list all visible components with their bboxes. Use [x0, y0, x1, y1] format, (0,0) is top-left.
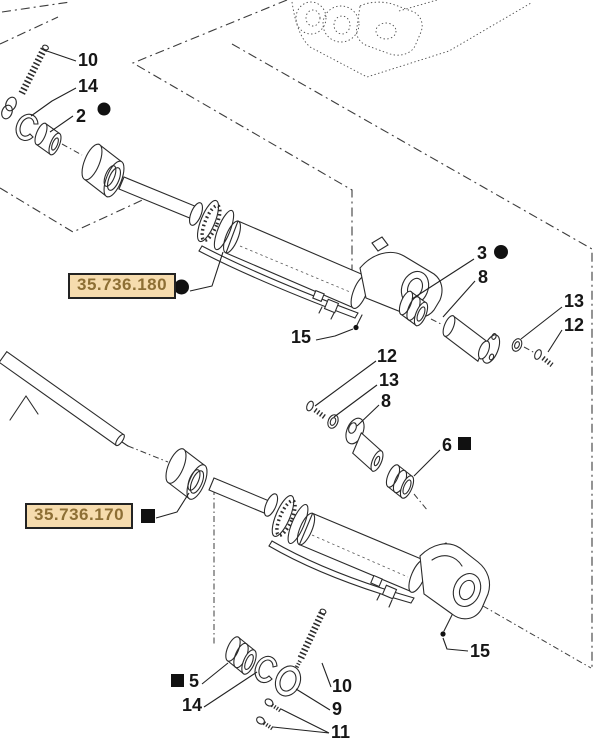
rod-end-bushing-180	[81, 143, 125, 198]
grease-fitting-180	[353, 314, 363, 331]
callout-12-mid[interactable]: 12	[377, 346, 397, 366]
callout-11[interactable]: 11	[331, 722, 350, 742]
bolt-11-a	[264, 698, 283, 713]
bushing-6	[385, 464, 415, 499]
callout-3[interactable]: 3	[477, 243, 487, 263]
callout-9[interactable]: 9	[332, 699, 342, 719]
callout-2[interactable]: 2	[76, 106, 86, 126]
cylinder-180	[118, 176, 443, 319]
washer-13-mid	[327, 414, 339, 429]
callout-14-top[interactable]: 14	[78, 76, 98, 96]
bolt-12-right	[534, 349, 554, 367]
callout-5[interactable]: 5	[189, 671, 199, 691]
bushing-5	[225, 636, 257, 675]
callout-14-bottom[interactable]: 14	[182, 695, 202, 715]
part-ref-35-736-170[interactable]: 35.736.170	[25, 503, 134, 529]
part-ref-35-736-180[interactable]: 35.736.180	[68, 273, 177, 299]
bolt-10-top	[1, 44, 49, 120]
centerlines	[61, 143, 592, 669]
pin-8-right	[442, 314, 501, 364]
ghost-machine-outline	[291, 0, 532, 78]
snap-ring-14-bottom	[254, 655, 278, 684]
washer-9	[274, 665, 302, 697]
bushing-3	[398, 290, 429, 327]
bolt-10-bottom	[291, 608, 327, 675]
bushing-2	[34, 122, 62, 156]
snap-ring-14-top	[15, 113, 39, 142]
boundary-lines	[0, 0, 593, 670]
callout-8-right[interactable]: 8	[478, 267, 488, 287]
grease-fitting-170	[440, 614, 453, 637]
pin-8-mid	[345, 417, 384, 473]
washer-13-right	[511, 338, 523, 352]
callout-15-lower[interactable]: 15	[470, 641, 490, 661]
bullet-circle-2	[97, 102, 111, 116]
callout-15-upper[interactable]: 15	[291, 327, 311, 347]
callout-6[interactable]: 6	[442, 435, 452, 455]
callout-8-mid[interactable]: 8	[381, 391, 391, 411]
bullet-square-6	[458, 437, 471, 450]
bullet-circle-3	[494, 245, 508, 259]
cylinder-170	[208, 477, 491, 620]
callout-13-mid[interactable]: 13	[379, 370, 399, 390]
hydraulic-tube-170	[268, 540, 415, 608]
bolt-12-mid	[306, 400, 328, 421]
callout-10-top[interactable]: 10	[78, 50, 98, 70]
bullet-square-170	[141, 509, 155, 523]
leader-lines	[30, 49, 563, 734]
long-rod	[0, 350, 129, 447]
bullet-circle-180	[174, 279, 189, 295]
callout-10-bottom[interactable]: 10	[332, 676, 352, 696]
callout-13-right[interactable]: 13	[564, 291, 584, 311]
bullet-square-5	[171, 674, 184, 687]
hydraulic-tube-180	[198, 245, 359, 320]
bolt-11-b	[256, 716, 275, 731]
callout-12-right[interactable]: 12	[564, 315, 584, 335]
rod-end-bushing-170	[165, 448, 208, 500]
